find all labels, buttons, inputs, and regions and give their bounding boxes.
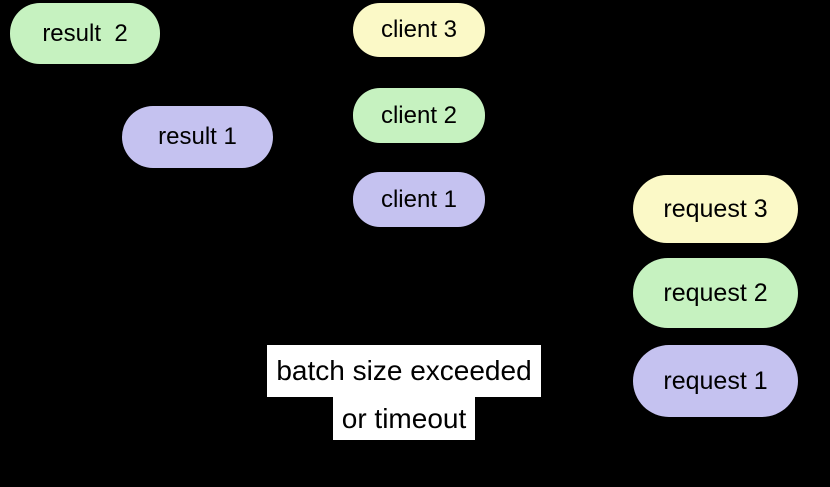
node-result-1: result 1 bbox=[122, 106, 273, 168]
node-request-2: request 2 bbox=[633, 258, 798, 328]
node-request-1: request 1 bbox=[633, 345, 798, 417]
node-client-3: client 3 bbox=[353, 3, 485, 57]
annotation-batch-trigger-line2: or timeout bbox=[333, 397, 475, 440]
node-request-3: request 3 bbox=[633, 175, 798, 243]
node-client-1: client 1 bbox=[353, 172, 485, 227]
node-client-2: client 2 bbox=[353, 88, 485, 143]
node-result-2: result 2 bbox=[10, 3, 160, 64]
annotation-batch-trigger-line1: batch size exceeded bbox=[267, 345, 541, 397]
